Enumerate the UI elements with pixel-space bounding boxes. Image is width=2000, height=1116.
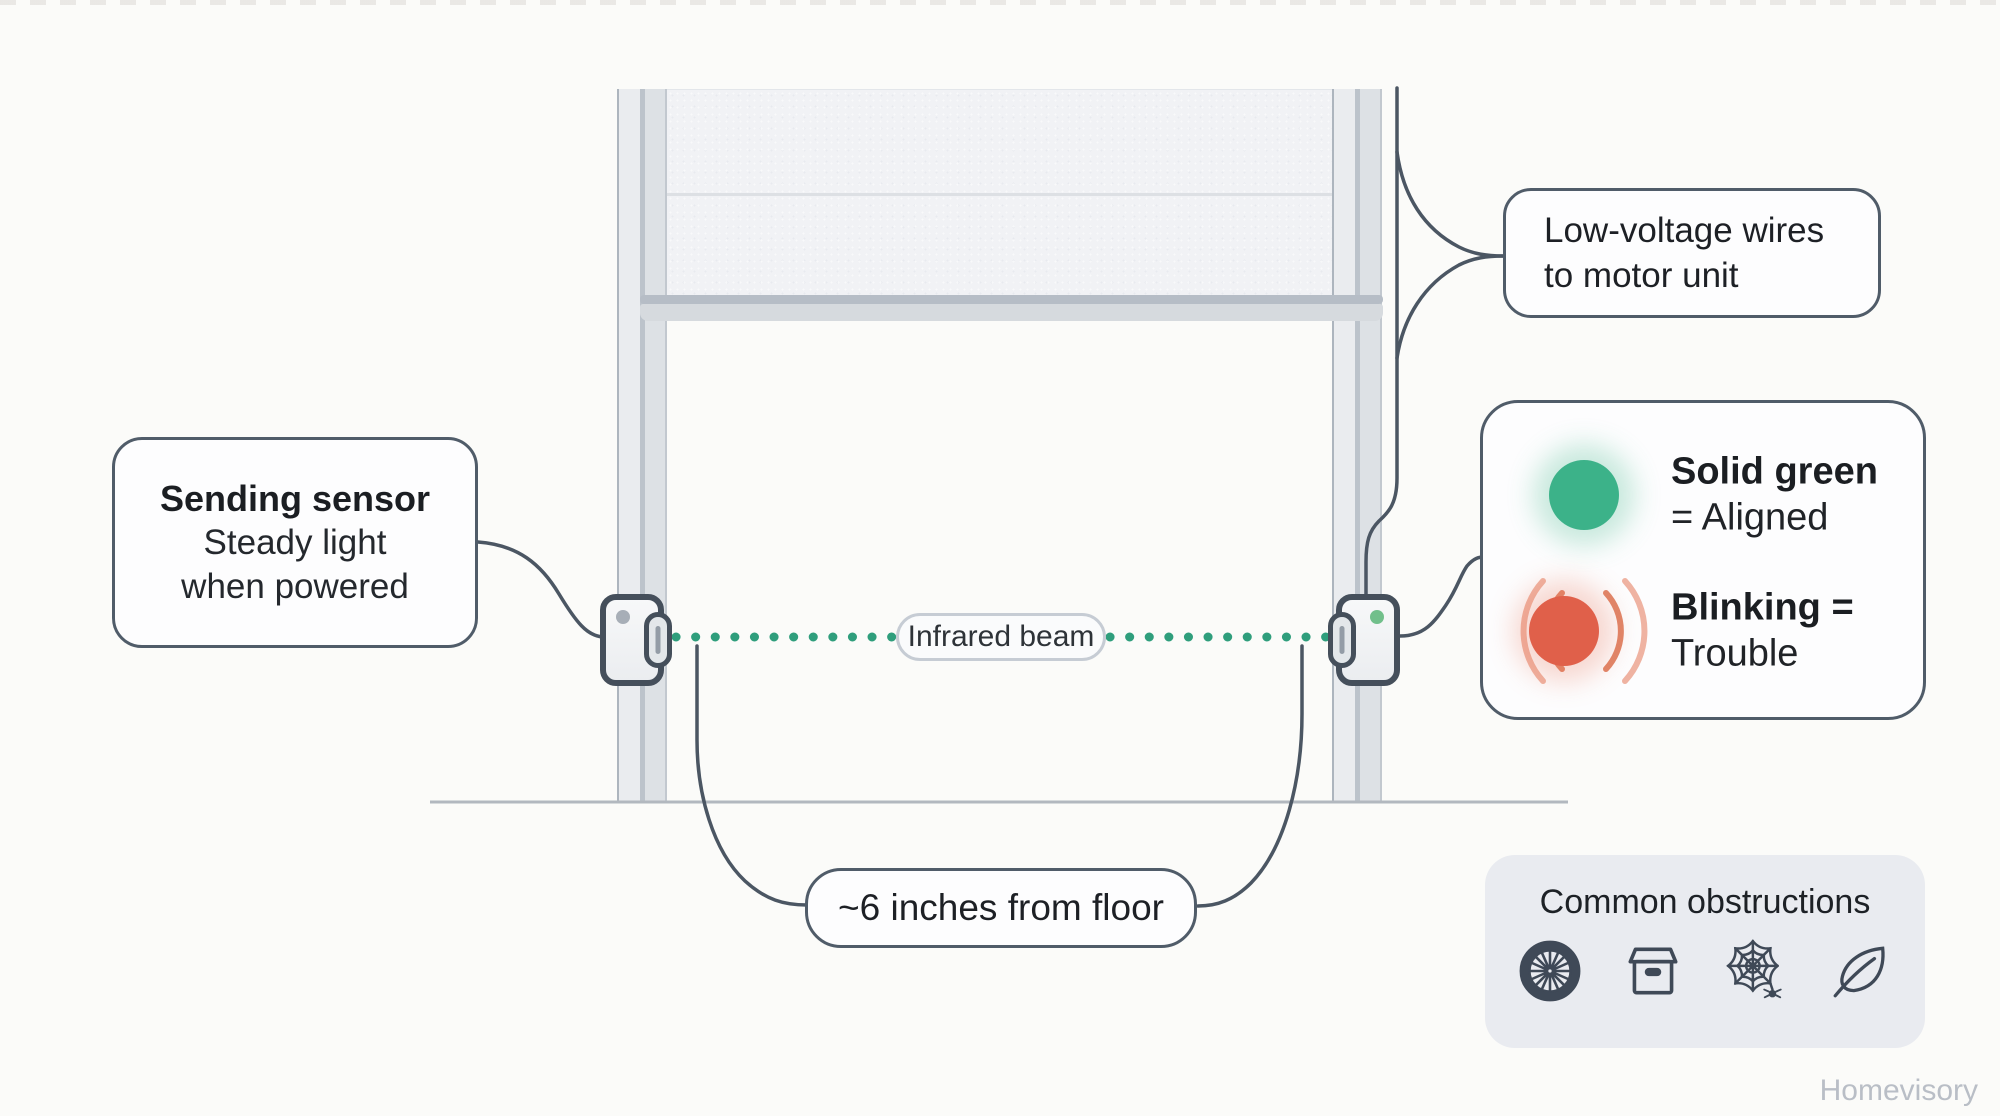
door-bottom-strip [640,304,1383,321]
spider-web-icon [1725,939,1782,999]
status-row-aligned: Solid green = Aligned [1483,435,1923,555]
status-sub: = Aligned [1671,497,1829,539]
callout-line: Low-voltage wires [1544,210,1825,250]
status-row-trouble: Blinking = Trouble [1483,571,1923,691]
wheel-icon [1519,940,1581,1002]
callout-line: to motor unit [1544,256,1739,295]
sensor-lens [1328,612,1356,668]
wire-branch-upper [1395,150,1505,258]
power-indicator-dot [616,610,630,624]
storage-box-icon [1628,947,1678,995]
top-edge-noise [0,0,2000,5]
sensor-status-wire [1398,555,1486,638]
status-legend-panel: Solid green = Aligned Blinking = Trouble [1480,400,1926,720]
sending-sensor-device [600,594,672,686]
status-title: Blinking = [1671,586,1854,629]
infrared-beam-label: Infrared beam [896,613,1106,661]
sending-callout-wire [476,540,605,639]
wire-branch-lower [1395,254,1505,360]
height-callout: ~6 inches from floor [805,868,1197,948]
status-title: Solid green [1671,450,1878,493]
sensor-lens [644,612,672,668]
obstructions-title: Common obstructions [1539,883,1871,921]
receiving-sensor-device [1328,594,1400,686]
blinking-red-indicator-icon [1529,596,1599,666]
sending-sensor-callout: Sending sensor Steady light when powered [112,437,478,648]
callout-line: when powered [181,567,409,606]
watermark: Homevisory [1819,1074,1978,1107]
low-voltage-wire [1364,86,1399,596]
callout-title: Sending sensor [159,477,431,519]
status-sub: Trouble [1671,633,1799,675]
leaf-icon [1833,946,1885,998]
door-panel-seam [667,193,1332,196]
common-obstructions-panel: Common obstructions [1485,855,1925,1048]
aligned-indicator-dot [1370,610,1384,624]
callout-line: Steady light [203,522,387,562]
door-bottom-rail [640,295,1383,304]
height-connector-right [1196,644,1304,908]
height-connector-left [695,644,809,907]
solid-green-indicator-icon [1549,460,1619,530]
low-voltage-callout: Low-voltage wires to motor unit [1503,188,1881,318]
garage-door-panel [667,89,1332,297]
